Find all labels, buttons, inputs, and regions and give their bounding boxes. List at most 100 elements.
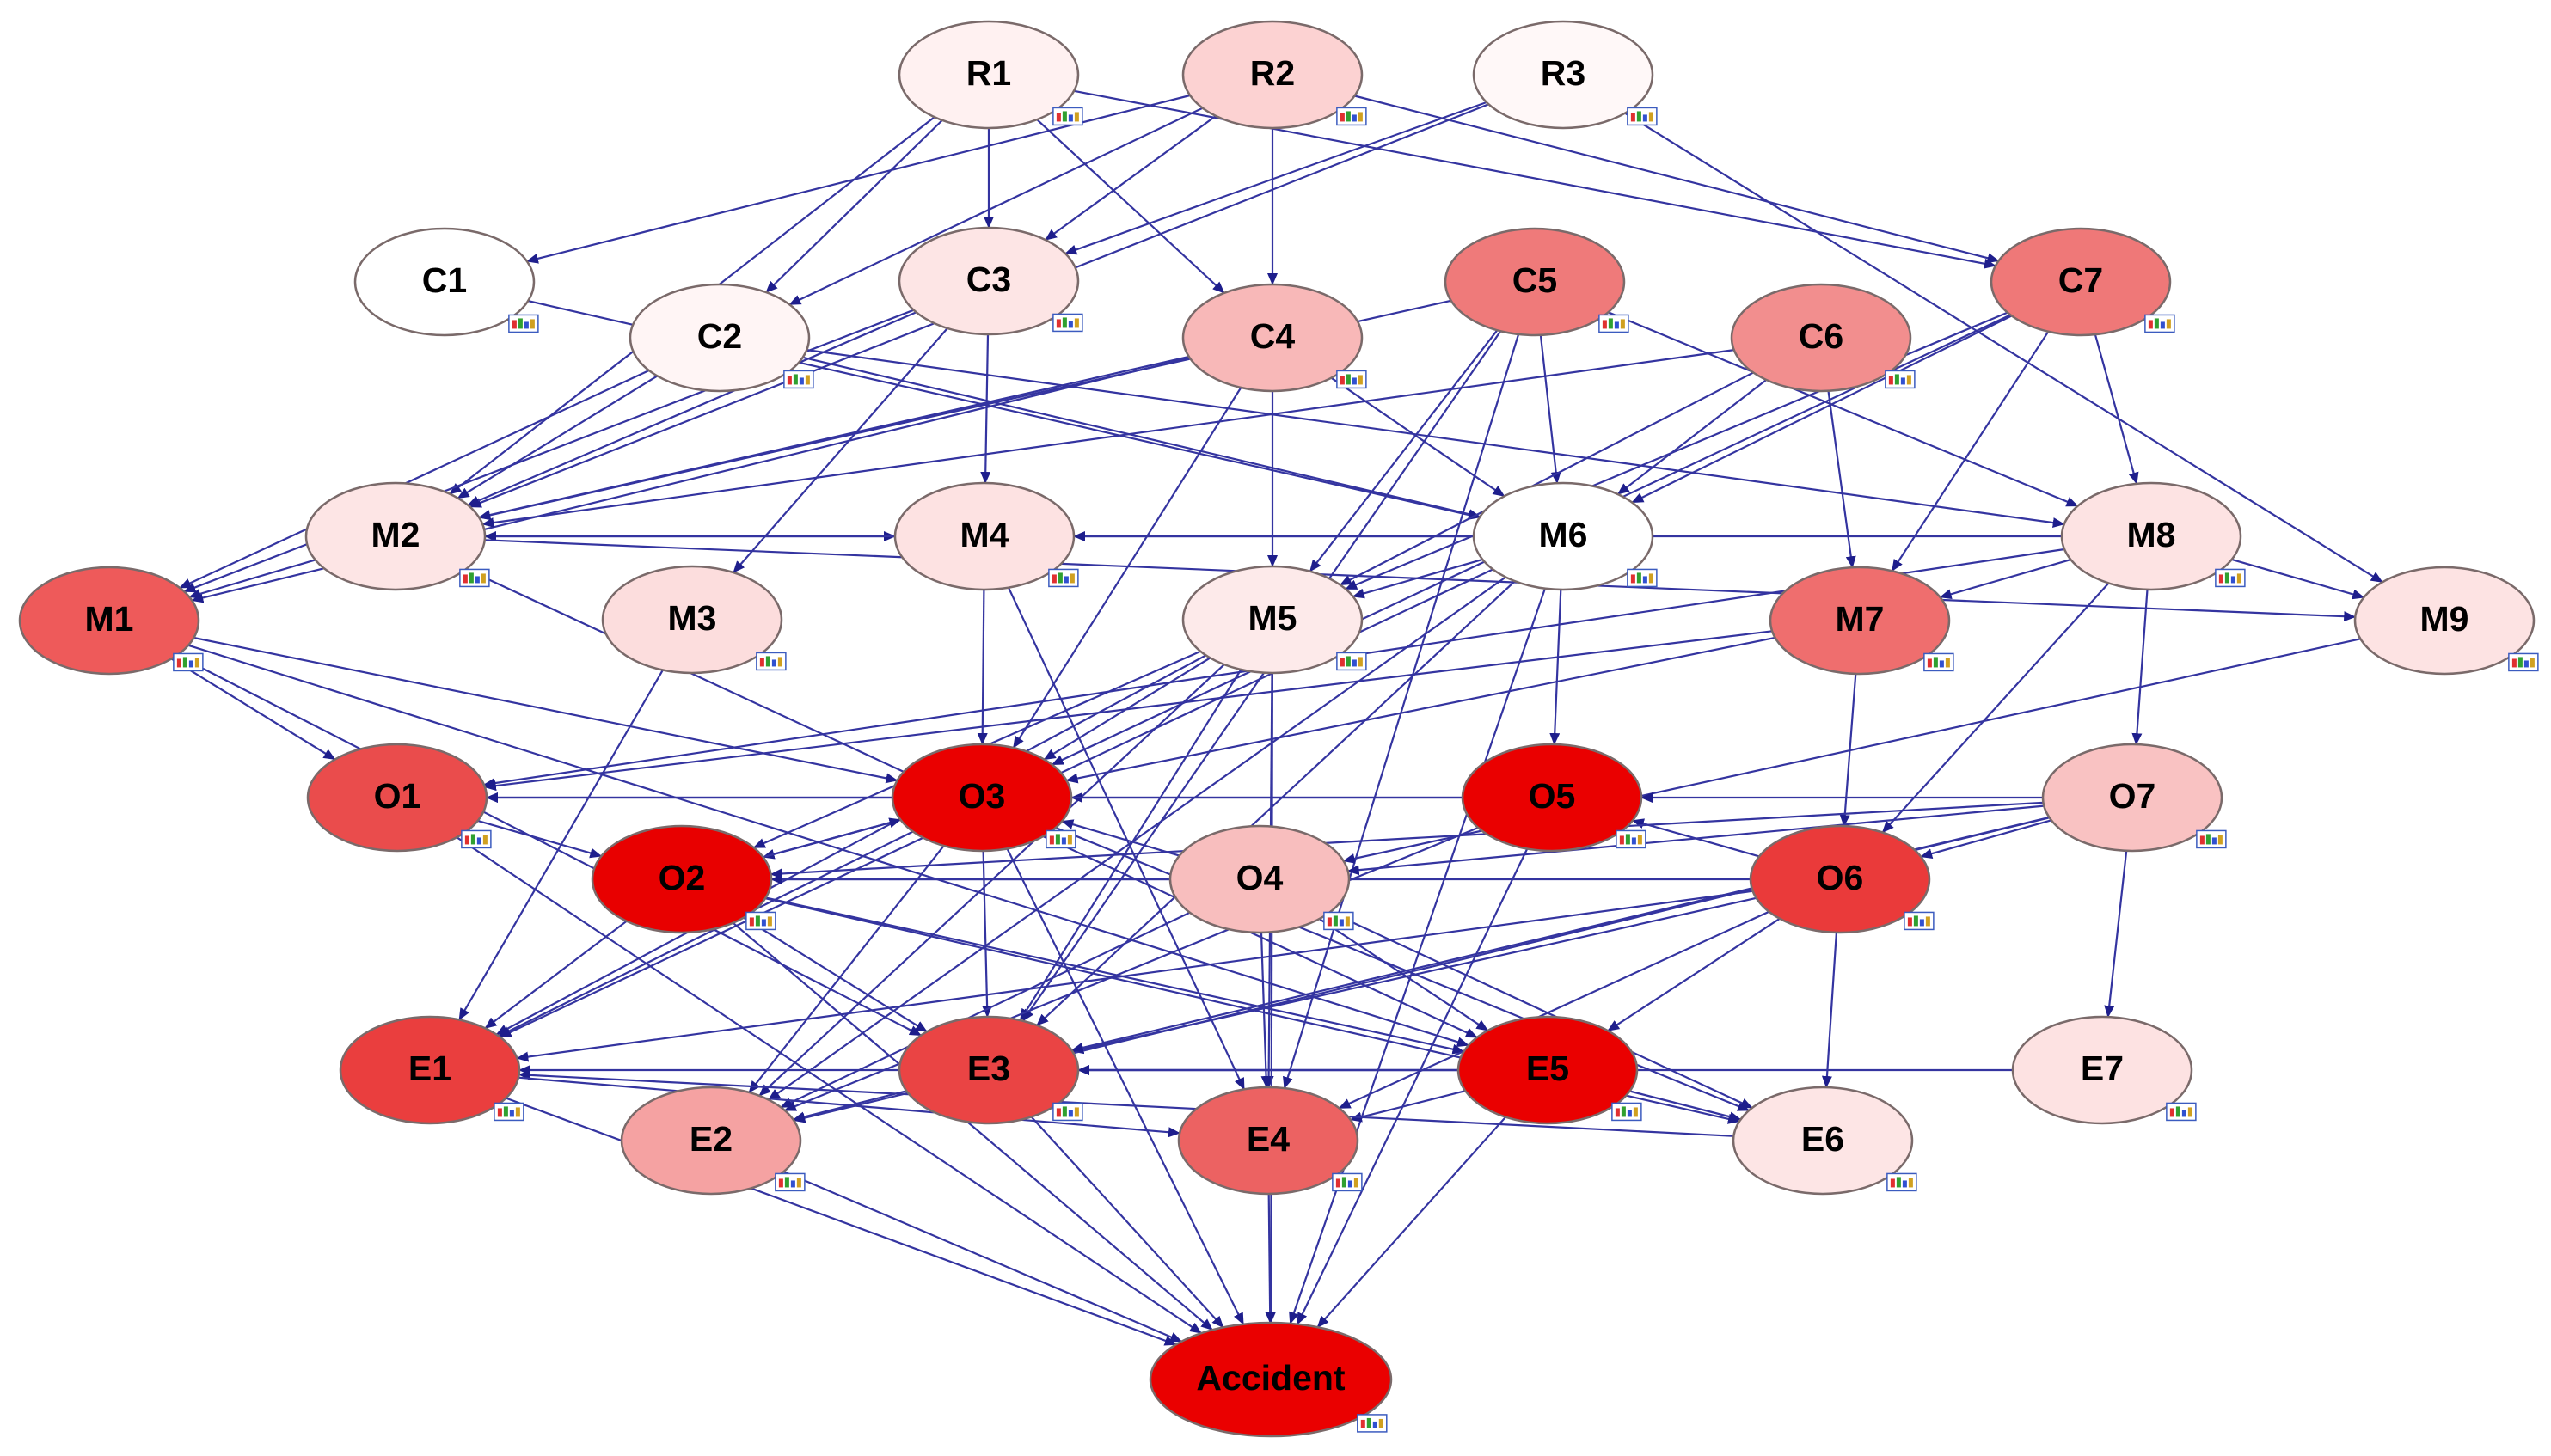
node-ellipse[interactable] bbox=[1444, 227, 1626, 337]
node-m7[interactable]: M7 bbox=[1769, 566, 1954, 676]
edge-e2-to-accident bbox=[783, 1171, 1183, 1343]
node-ellipse[interactable] bbox=[1990, 227, 2172, 337]
monitor-icon bbox=[783, 370, 814, 389]
node-ellipse[interactable] bbox=[2353, 566, 2536, 676]
node-e5[interactable]: E5 bbox=[1456, 1015, 1642, 1125]
node-ellipse[interactable] bbox=[1181, 283, 1364, 393]
node-ellipse[interactable] bbox=[1472, 481, 1654, 591]
node-label: R1 bbox=[966, 53, 1011, 93]
edge-r2-to-c3 bbox=[1045, 115, 1217, 241]
monitor-icon bbox=[1332, 1172, 1363, 1192]
edge-o7-to-o6 bbox=[1920, 819, 2052, 859]
node-r3[interactable]: R3 bbox=[1472, 20, 1658, 130]
node-c4[interactable]: C4 bbox=[1181, 283, 1367, 393]
node-ellipse[interactable] bbox=[353, 227, 536, 337]
edge-c2-to-m2 bbox=[457, 375, 659, 499]
node-ellipse[interactable] bbox=[620, 1086, 802, 1196]
edge-c6-to-m6 bbox=[1616, 379, 1767, 495]
edge-c7-to-m7 bbox=[1891, 331, 2050, 572]
monitor-icon bbox=[2508, 652, 2539, 672]
edge-m1-to-e3 bbox=[176, 654, 922, 1037]
edge-o4-to-e2 bbox=[780, 911, 1191, 1109]
edge-o6-to-e5 bbox=[1607, 917, 1781, 1032]
node-ellipse[interactable] bbox=[1749, 824, 1931, 934]
node-label: O1 bbox=[374, 776, 421, 816]
node-ellipse[interactable] bbox=[1177, 1086, 1359, 1196]
node-c6[interactable]: C6 bbox=[1730, 283, 1916, 393]
node-m9[interactable]: M9 bbox=[2353, 566, 2539, 676]
node-ellipse[interactable] bbox=[2041, 743, 2223, 853]
node-ellipse[interactable] bbox=[2011, 1015, 2193, 1125]
node-e1[interactable]: E1 bbox=[339, 1015, 524, 1125]
node-ellipse[interactable] bbox=[339, 1015, 521, 1125]
node-ellipse[interactable] bbox=[893, 481, 1076, 591]
node-ellipse[interactable] bbox=[1181, 565, 1364, 675]
node-o5[interactable]: O5 bbox=[1461, 743, 1646, 853]
node-ellipse[interactable] bbox=[304, 481, 487, 591]
node-o3[interactable]: O3 bbox=[891, 743, 1076, 853]
node-ellipse[interactable] bbox=[898, 1015, 1080, 1125]
node-ellipse[interactable] bbox=[898, 226, 1080, 336]
node-m8[interactable]: M8 bbox=[2060, 481, 2246, 591]
edge-o2-to-e1 bbox=[484, 920, 628, 1030]
node-label: M9 bbox=[2420, 599, 2469, 639]
node-ellipse[interactable] bbox=[1472, 20, 1654, 130]
node-o6[interactable]: O6 bbox=[1749, 824, 1935, 934]
node-m2[interactable]: M2 bbox=[304, 481, 490, 591]
node-o1[interactable]: O1 bbox=[306, 743, 492, 853]
node-ellipse[interactable] bbox=[1769, 566, 1951, 676]
node-ellipse[interactable] bbox=[601, 565, 783, 675]
edge-o3-to-accident bbox=[1006, 848, 1245, 1325]
edge-r1-to-c4 bbox=[1036, 119, 1225, 294]
node-ellipse[interactable] bbox=[1456, 1015, 1639, 1125]
node-e4[interactable]: E4 bbox=[1177, 1086, 1363, 1196]
edge-c7-to-m6 bbox=[1631, 315, 2013, 504]
node-ellipse[interactable] bbox=[629, 283, 811, 393]
node-m5[interactable]: M5 bbox=[1181, 565, 1367, 675]
node-ellipse[interactable] bbox=[18, 566, 200, 676]
edge-o4-to-e6 bbox=[1329, 911, 1753, 1109]
edge-c6-to-m5 bbox=[1339, 371, 1754, 586]
node-m6[interactable]: M6 bbox=[1472, 481, 1658, 591]
node-ellipse[interactable] bbox=[891, 743, 1073, 853]
node-e6[interactable]: E6 bbox=[1732, 1086, 1917, 1196]
node-ellipse[interactable] bbox=[898, 20, 1080, 130]
node-e3[interactable]: E3 bbox=[898, 1015, 1083, 1125]
node-e2[interactable]: E2 bbox=[620, 1086, 806, 1196]
node-label: E2 bbox=[690, 1119, 733, 1159]
node-c7[interactable]: C7 bbox=[1990, 227, 2175, 337]
edge-c5-to-m8 bbox=[1608, 311, 2079, 507]
node-o7[interactable]: O7 bbox=[2041, 743, 2227, 853]
node-c5[interactable]: C5 bbox=[1444, 227, 1629, 337]
node-ellipse[interactable] bbox=[1168, 824, 1351, 934]
node-m1[interactable]: M1 bbox=[18, 566, 204, 676]
node-ellipse[interactable] bbox=[2060, 481, 2242, 591]
node-ellipse[interactable] bbox=[1732, 1086, 1914, 1196]
node-e7[interactable]: E7 bbox=[2011, 1015, 2197, 1125]
node-label: M8 bbox=[2127, 515, 2176, 554]
node-accident[interactable]: Accident bbox=[1149, 1321, 1393, 1438]
node-ellipse[interactable] bbox=[591, 824, 773, 934]
node-o4[interactable]: O4 bbox=[1168, 824, 1354, 934]
edge-e6-to-e1 bbox=[518, 1069, 1734, 1137]
node-m3[interactable]: M3 bbox=[601, 565, 787, 675]
node-ellipse[interactable] bbox=[1730, 283, 1912, 393]
node-c2[interactable]: C2 bbox=[629, 283, 814, 393]
edge-m2-to-m1 bbox=[188, 559, 316, 599]
monitor-icon bbox=[1336, 370, 1367, 389]
node-c1[interactable]: C1 bbox=[353, 227, 539, 337]
node-ellipse[interactable] bbox=[1461, 743, 1643, 853]
edge-e4-to-accident bbox=[1265, 1193, 1276, 1324]
node-o2[interactable]: O2 bbox=[591, 824, 776, 934]
node-ellipse[interactable] bbox=[1149, 1321, 1393, 1438]
node-r2[interactable]: R2 bbox=[1181, 20, 1367, 130]
node-ellipse[interactable] bbox=[1181, 20, 1364, 130]
node-label: O3 bbox=[959, 776, 1006, 816]
node-m4[interactable]: M4 bbox=[893, 481, 1079, 591]
node-label: M7 bbox=[1836, 599, 1885, 639]
edge-m8-to-o6 bbox=[1881, 582, 2110, 834]
edge-m8-to-m7 bbox=[1939, 559, 2071, 600]
node-ellipse[interactable] bbox=[306, 743, 488, 853]
node-r1[interactable]: R1 bbox=[898, 20, 1083, 130]
node-c3[interactable]: C3 bbox=[898, 226, 1083, 336]
